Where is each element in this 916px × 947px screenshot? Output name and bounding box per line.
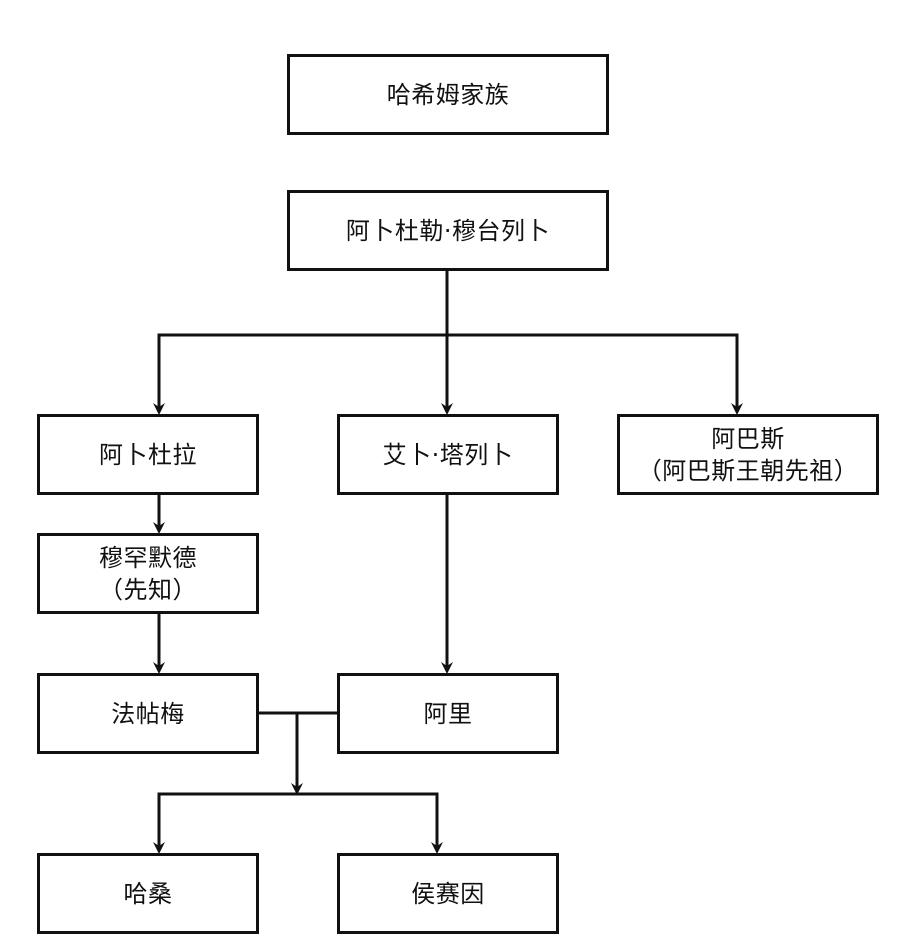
node-ali-label: 阿里 <box>423 699 473 728</box>
node-hasan: 哈桑 <box>37 853 259 934</box>
node-muhammad: 穆罕默德 （先知） <box>37 533 259 614</box>
node-husayn: 侯赛因 <box>337 853 559 934</box>
node-ali: 阿里 <box>337 673 559 754</box>
node-hasan-label: 哈桑 <box>123 879 173 908</box>
node-fatima: 法帖梅 <box>37 673 259 754</box>
node-abdullah: 阿卜杜拉 <box>37 414 259 495</box>
node-muhammad-note: （先知） <box>99 575 197 604</box>
node-abdul-muttalib: 阿卜杜勒·穆台列卜 <box>287 190 609 271</box>
node-muhammad-label: 穆罕默德 <box>99 543 197 572</box>
node-abbas: 阿巴斯 （阿巴斯王朝先祖） <box>617 414 879 495</box>
node-abdullah-label: 阿卜杜拉 <box>99 440 197 469</box>
node-abu-talib: 艾卜·塔列卜 <box>337 414 559 495</box>
node-hashim-clan-label: 哈希姆家族 <box>386 80 510 109</box>
node-hashim-clan: 哈希姆家族 <box>287 54 609 135</box>
node-abbas-label: 阿巴斯 <box>711 424 785 453</box>
node-abu-talib-label: 艾卜·塔列卜 <box>382 440 514 469</box>
node-husayn-label: 侯赛因 <box>411 879 485 908</box>
node-abbas-note: （阿巴斯王朝先祖） <box>637 456 859 485</box>
node-fatima-label: 法帖梅 <box>111 699 185 728</box>
node-abdul-muttalib-label: 阿卜杜勒·穆台列卜 <box>345 216 551 245</box>
